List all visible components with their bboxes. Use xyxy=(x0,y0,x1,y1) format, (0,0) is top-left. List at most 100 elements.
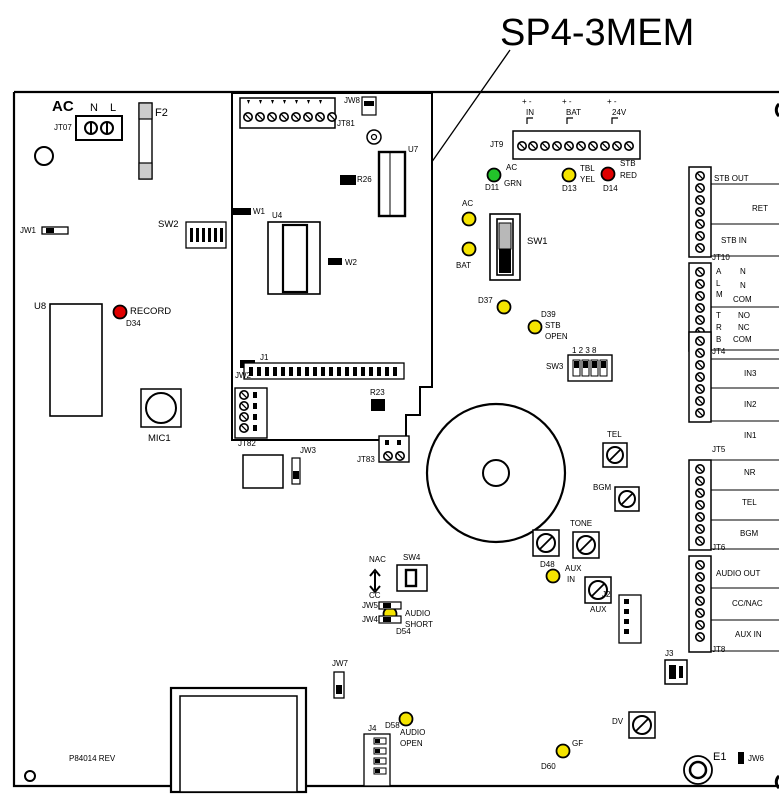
label-jt82: JT82 xyxy=(238,439,256,448)
label-f2: F2 xyxy=(155,107,168,119)
label-jw3: JW3 xyxy=(300,446,316,455)
label-record: RECORD xyxy=(130,306,172,317)
label-gf: GF xyxy=(572,739,584,748)
led-d58-yellow xyxy=(398,711,414,727)
pot-tone-1 xyxy=(532,529,560,557)
label-sw2: SW2 xyxy=(158,219,179,230)
label-bat-led: BAT xyxy=(456,261,471,270)
label-stb-open: STB xyxy=(545,321,561,330)
label-u4: U4 xyxy=(272,211,283,220)
label-jt4: JT4 xyxy=(712,347,726,356)
label-audio-short: AUDIO xyxy=(405,609,431,618)
label-l: L xyxy=(110,102,117,114)
label-ac-grn: AC xyxy=(506,163,518,172)
label-24v: 24V xyxy=(612,108,627,117)
label-pm-2: + - xyxy=(562,97,572,106)
label-u7: U7 xyxy=(408,145,419,154)
label-sw3-nums: 1 2 3 8 xyxy=(572,346,597,355)
terminal-jt6-strip xyxy=(688,459,779,551)
label-pm-3: + - xyxy=(607,97,617,106)
pot-aux xyxy=(584,576,612,604)
label-d60: D60 xyxy=(541,762,556,771)
label-mic1: MIC1 xyxy=(148,433,171,444)
component-box xyxy=(242,454,284,489)
led-d48-yellow xyxy=(545,568,561,584)
label-jw7: JW7 xyxy=(332,659,348,668)
label-d58: D58 xyxy=(385,721,400,730)
label-j1: J1 xyxy=(260,353,269,362)
label-in1: IN1 xyxy=(744,431,757,440)
label-r23: R23 xyxy=(370,388,385,397)
label-tbl: TBL xyxy=(580,164,595,173)
label-aux-pot: AUX xyxy=(590,605,607,614)
led-d60-yellow xyxy=(555,743,571,759)
label-r: R xyxy=(716,323,722,332)
label-n2: N xyxy=(740,281,746,290)
label-j4: J4 xyxy=(368,724,377,733)
led-d11-green xyxy=(486,167,502,183)
label-jw5: JW5 xyxy=(362,601,378,610)
label-d34: D34 xyxy=(126,319,141,328)
label-a: A xyxy=(716,267,722,276)
label-jt8: JT8 xyxy=(712,645,726,654)
label-aux-in: AUX IN xyxy=(735,630,762,639)
label-sw1: SW1 xyxy=(527,236,548,247)
label-jt6: JT6 xyxy=(712,543,726,552)
label-e1: E1 xyxy=(713,751,727,763)
nac-cc-arrow xyxy=(369,568,381,594)
mount-hole-bl xyxy=(24,770,36,782)
label-jw2: JW2 xyxy=(235,371,251,380)
label-ac-led: AC xyxy=(462,199,474,208)
label-com2: COM xyxy=(733,335,752,344)
terminal-jt10-strip xyxy=(688,166,779,258)
led-bat-yellow xyxy=(461,241,477,257)
label-jw4: JW4 xyxy=(362,615,378,624)
label-com: COM xyxy=(733,295,752,304)
ac-terminal xyxy=(75,115,123,141)
label-tel-pot: TEL xyxy=(607,430,622,439)
label-w1: W1 xyxy=(253,207,265,216)
label-grn: GRN xyxy=(504,179,522,188)
label-d39: D39 xyxy=(541,310,556,319)
label-aux: AUX xyxy=(565,564,582,573)
mic1-circle xyxy=(145,392,177,424)
label-in-aux: IN xyxy=(567,575,575,584)
label-cc-nac: CC/NAC xyxy=(732,599,763,608)
label-d54: D54 xyxy=(396,627,411,636)
label-rev: P84014 REV xyxy=(69,754,116,763)
label-jw6: JW6 xyxy=(748,754,764,763)
label-j2: J2 xyxy=(602,590,611,599)
label-in2: IN2 xyxy=(744,400,757,409)
label-d37: D37 xyxy=(478,296,493,305)
led-d14-red xyxy=(600,166,616,182)
label-jt83: JT83 xyxy=(357,455,375,464)
label-n1: N xyxy=(740,267,746,276)
pot-dv xyxy=(628,711,656,739)
label-l2: L xyxy=(716,279,721,288)
label-sw3: SW3 xyxy=(546,362,564,371)
label-t: T xyxy=(716,311,721,320)
label-m: M xyxy=(716,290,723,299)
led-d13-yellow xyxy=(561,167,577,183)
label-stb: STB xyxy=(620,159,636,168)
label-tone: TONE xyxy=(570,519,593,528)
label-short: SHORT xyxy=(405,620,433,629)
label-stb-in: STB IN xyxy=(721,236,747,245)
pot-bgm xyxy=(614,486,640,512)
label-nc: NC xyxy=(738,323,750,332)
chip-u8 xyxy=(49,303,103,417)
label-j3: J3 xyxy=(665,649,674,658)
label-open: OPEN xyxy=(545,332,568,341)
label-audio-open: AUDIO xyxy=(400,728,426,737)
label-red: RED xyxy=(620,171,637,180)
terminal-jt81 xyxy=(239,97,336,129)
label-u8: U8 xyxy=(34,301,47,312)
label-d13: D13 xyxy=(562,184,577,193)
label-cc: CC xyxy=(369,591,381,600)
label-w2: W2 xyxy=(345,258,357,267)
label-ac: AC xyxy=(52,98,74,115)
led-d37-yellow xyxy=(496,299,512,315)
label-audio-out: AUDIO OUT xyxy=(716,569,761,578)
